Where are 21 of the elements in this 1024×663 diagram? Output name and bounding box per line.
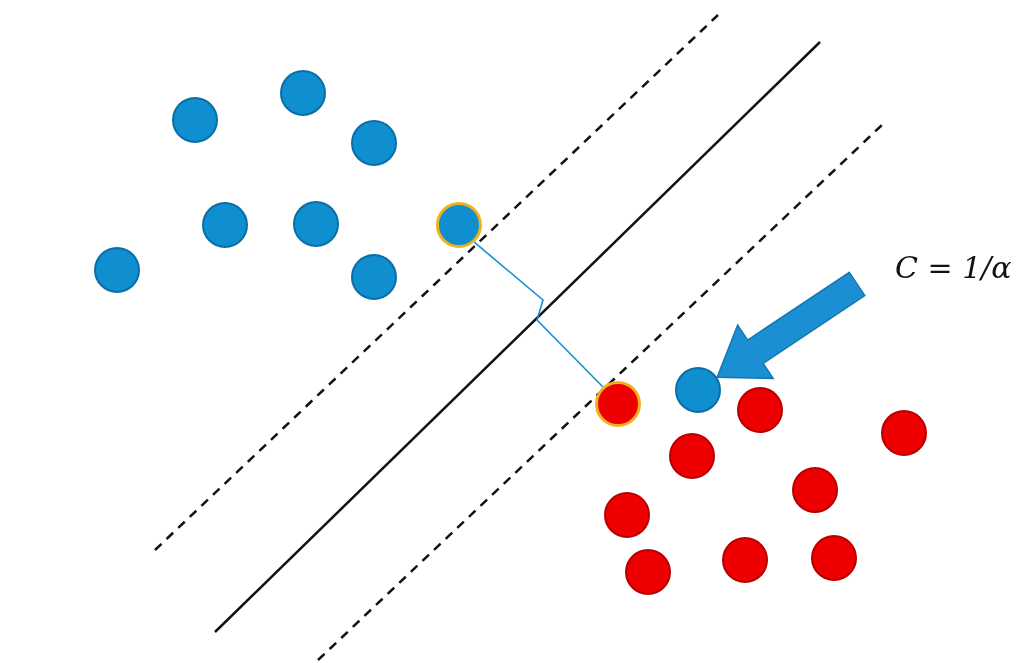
data-point: [293, 201, 339, 247]
data-point: [202, 202, 248, 248]
support-vector-point: [436, 202, 482, 248]
data-point: [604, 492, 650, 538]
data-point: [792, 467, 838, 513]
data-point: [172, 97, 218, 143]
data-point: [811, 535, 857, 581]
support-vector-point: [595, 381, 641, 427]
data-point: [280, 70, 326, 116]
formula: C = 1/α: [895, 250, 1012, 285]
data-point: [94, 247, 140, 293]
data-point: [625, 549, 671, 595]
arrow: [716, 271, 866, 380]
data-point: [881, 410, 927, 456]
data-point: [351, 254, 397, 300]
data-point: [722, 537, 768, 583]
data-point: [675, 367, 721, 413]
data-point: [351, 120, 397, 166]
data-point: [669, 433, 715, 479]
data-point: [737, 387, 783, 433]
margin-distance-line: [473, 241, 604, 388]
